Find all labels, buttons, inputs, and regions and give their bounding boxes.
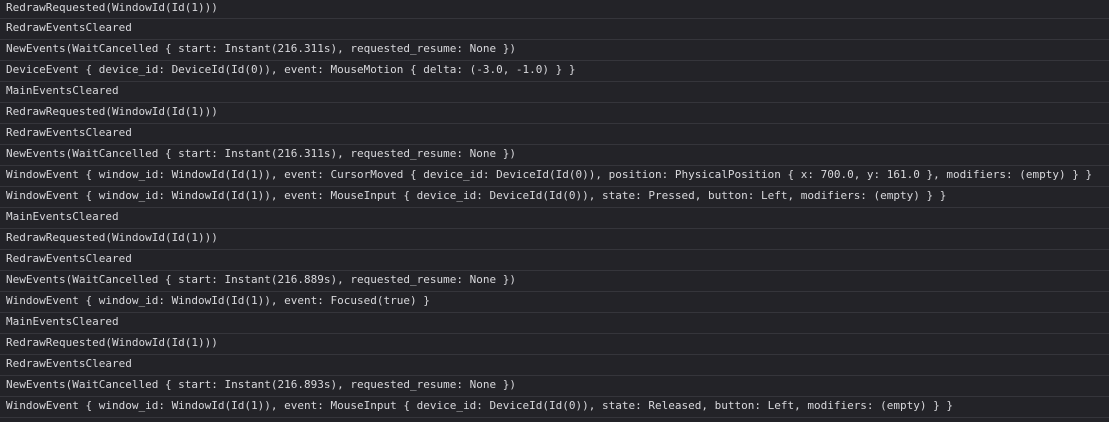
log-line: RedrawRequested(WindowId(Id(1)))	[0, 0, 1109, 19]
log-line: NewEvents(WaitCancelled { start: Instant…	[0, 271, 1109, 292]
log-line: RedrawRequested(WindowId(Id(1)))	[0, 229, 1109, 250]
log-line: RedrawRequested(WindowId(Id(1)))	[0, 103, 1109, 124]
log-line: WindowEvent { window_id: WindowId(Id(1))…	[0, 187, 1109, 208]
log-line: WindowEvent { window_id: WindowId(Id(1))…	[0, 166, 1109, 187]
log-line: WindowEvent { window_id: WindowId(Id(1))…	[0, 292, 1109, 313]
log-line: WindowEvent { window_id: WindowId(Id(1))…	[0, 397, 1109, 418]
log-line: RedrawEventsCleared	[0, 19, 1109, 40]
log-line: RedrawEventsCleared	[0, 124, 1109, 145]
log-line: NewEvents(WaitCancelled { start: Instant…	[0, 376, 1109, 397]
log-line: MainEventsCleared	[0, 82, 1109, 103]
log-line: MainEventsCleared	[0, 313, 1109, 334]
log-line: RedrawEventsCleared	[0, 250, 1109, 271]
log-line: NewEvents(WaitCancelled { start: Instant…	[0, 145, 1109, 166]
log-line: RedrawEventsCleared	[0, 355, 1109, 376]
log-line: NewEvents(WaitCancelled { start: Instant…	[0, 40, 1109, 61]
log-line: MainEventsCleared	[0, 208, 1109, 229]
log-line: DeviceEvent { device_id: DeviceId(Id(0))…	[0, 61, 1109, 82]
log-line: RedrawRequested(WindowId(Id(1)))	[0, 334, 1109, 355]
